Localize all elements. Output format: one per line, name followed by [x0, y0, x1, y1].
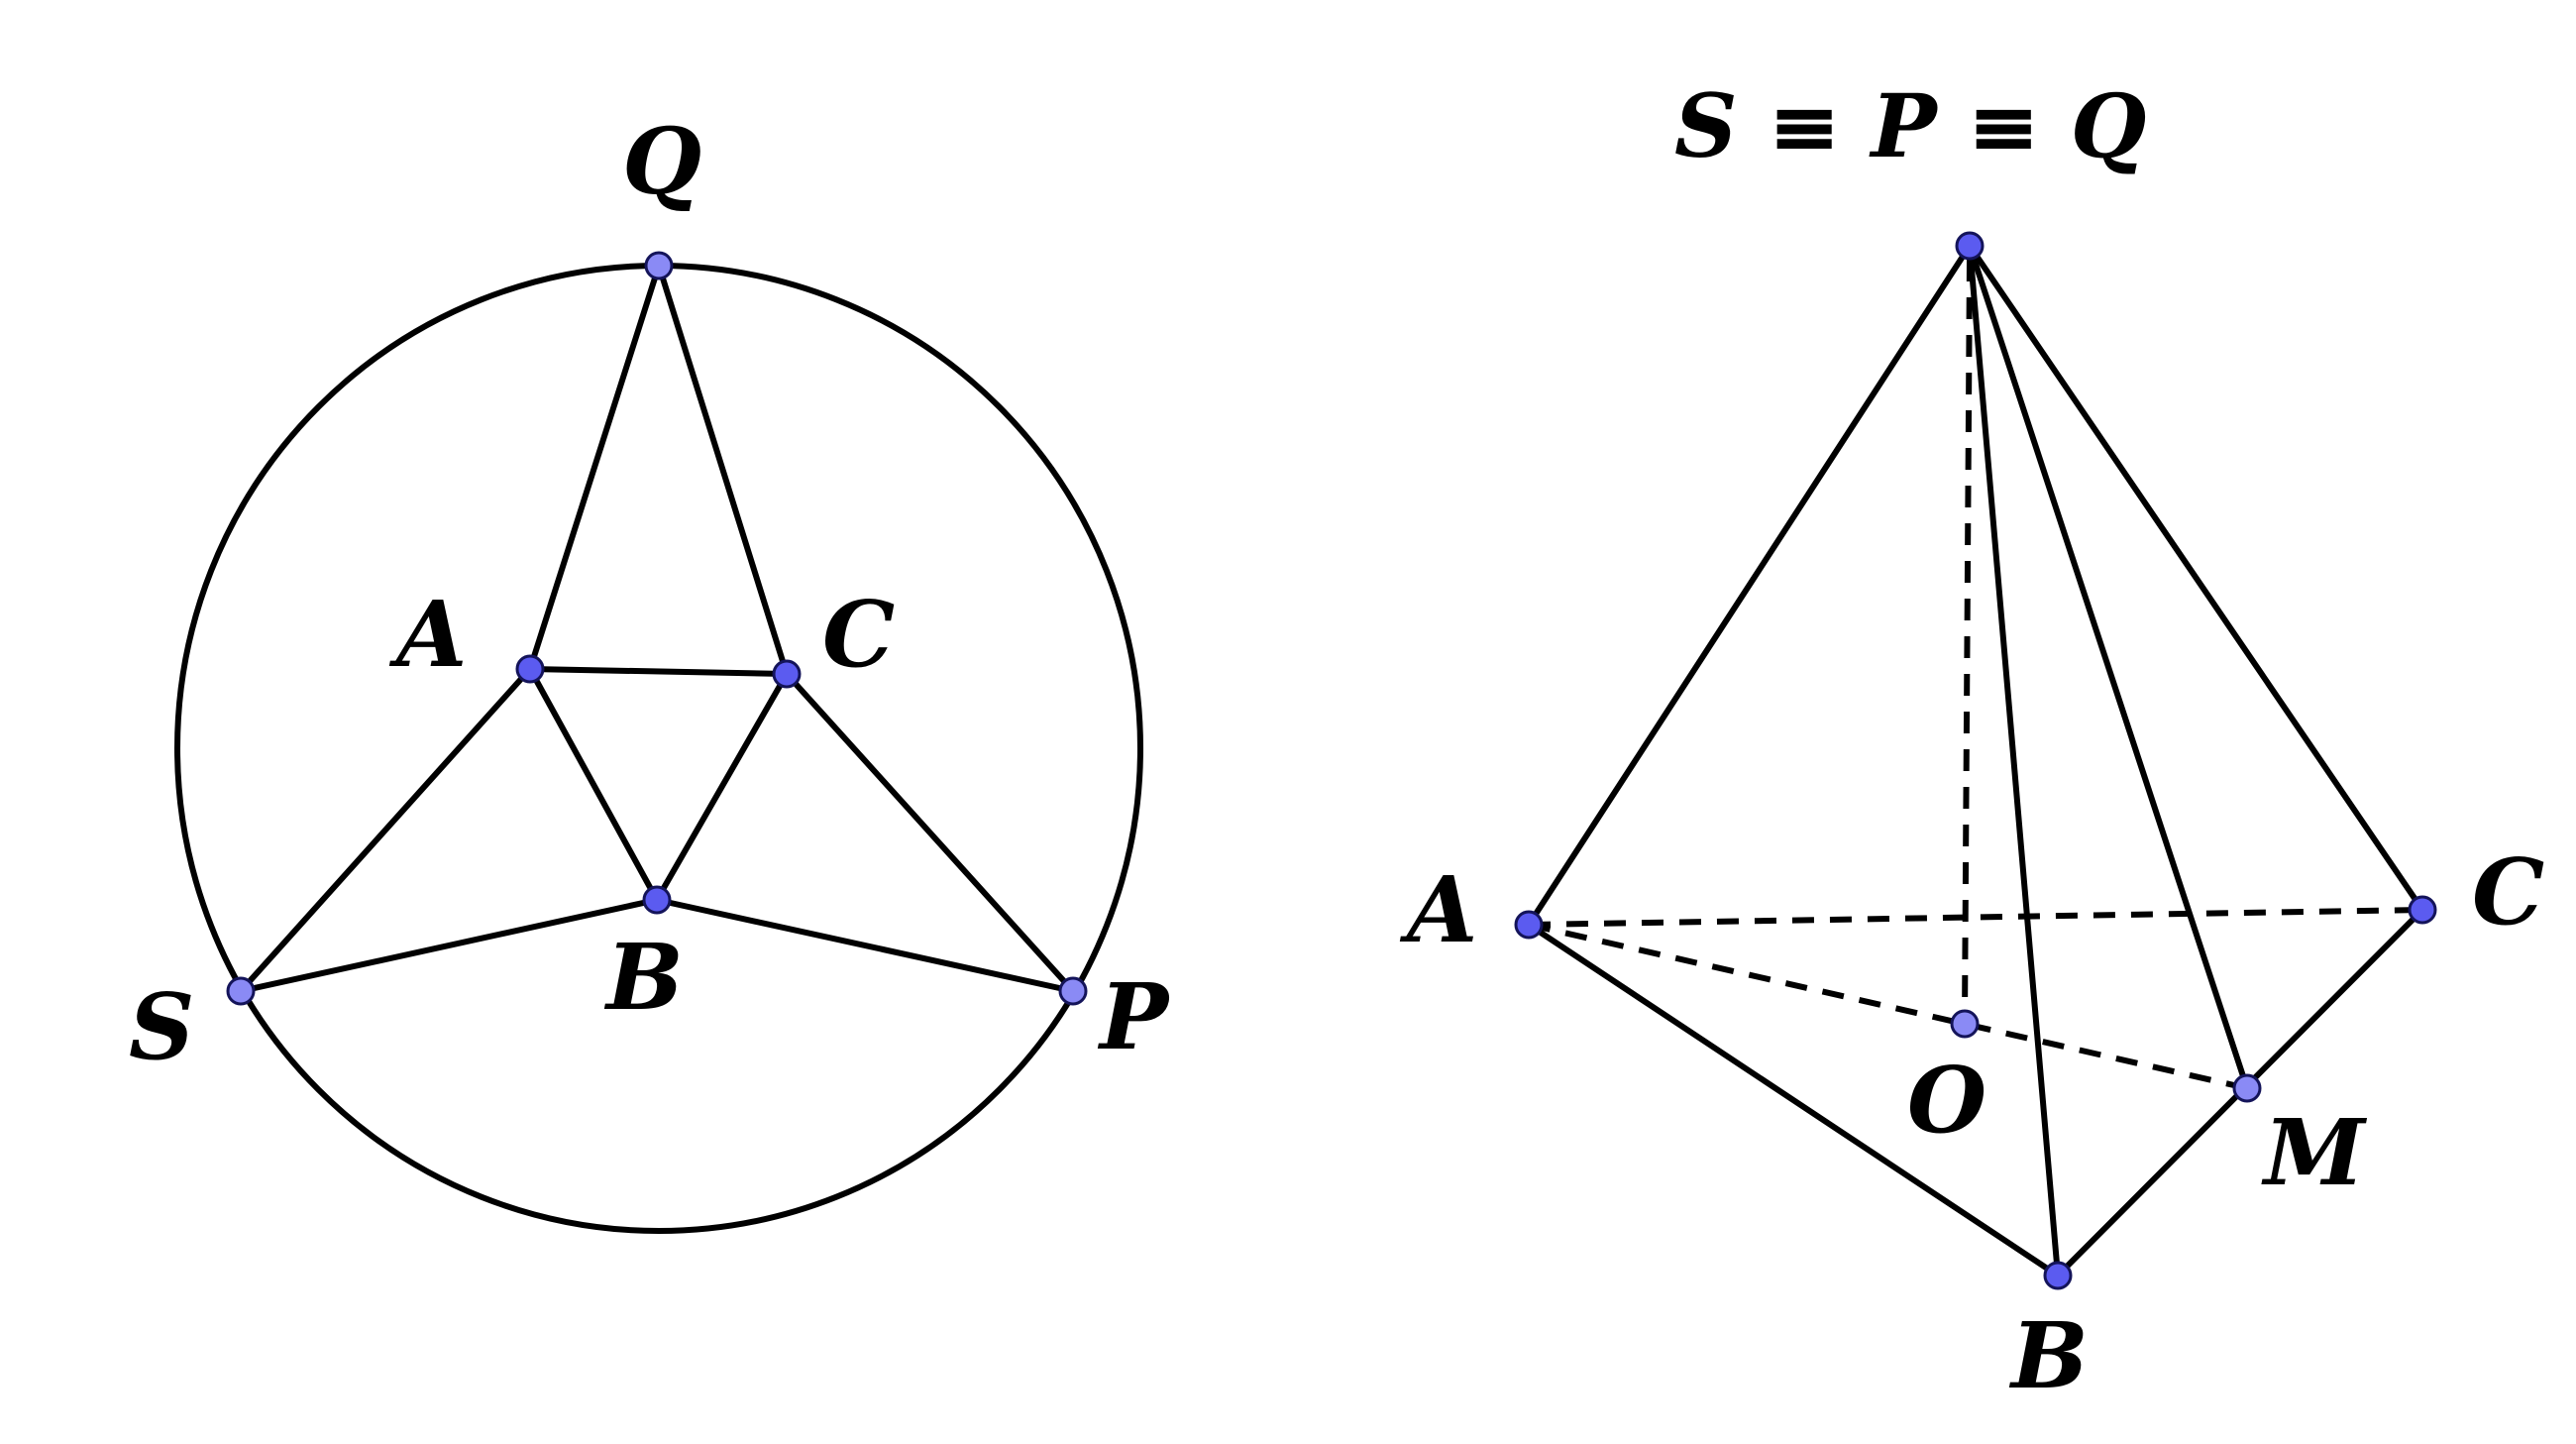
label-M: M: [2261, 1099, 2368, 1206]
label-B: B: [603, 924, 684, 1031]
label-S: S: [129, 973, 194, 1080]
point-S: [226, 976, 256, 1006]
edge-AC-hidden: [1528, 907, 2423, 928]
point-O: [1950, 1009, 1980, 1039]
point-apex: [1955, 231, 1985, 261]
segment-AM-hidden: [1528, 922, 2248, 1091]
label-C: C: [822, 581, 895, 688]
net-figure: Q A C B S P: [129, 108, 1171, 1234]
apex-label: S ≡ P ≡ Q: [1674, 74, 2146, 177]
edge-QC: [656, 263, 790, 677]
label-C: C: [2472, 838, 2544, 945]
edge-AB: [527, 666, 660, 903]
point-C: [2408, 895, 2437, 925]
point-P: [1058, 976, 1088, 1006]
edge-SA: [238, 666, 533, 994]
edge-AC: [527, 666, 790, 677]
pyramid-figure: S ≡ P ≡ Q A C B O M: [1399, 74, 2544, 1409]
edge-apex-A: [1526, 243, 1973, 928]
circumcircle: [174, 263, 1143, 1234]
height-apex-O-hidden: [1962, 259, 1973, 1025]
edge-SB: [238, 897, 660, 994]
point-M: [2232, 1073, 2262, 1103]
edge-apex-M: [1967, 243, 2250, 1091]
label-B: B: [2008, 1302, 2089, 1409]
edge-apex-C: [1967, 243, 2425, 913]
label-A: A: [388, 581, 467, 688]
point-B: [642, 885, 672, 915]
point-A: [515, 654, 545, 684]
point-Q: [644, 251, 674, 280]
label-O: O: [1907, 1047, 1986, 1154]
edge-CB: [654, 671, 790, 903]
edge-AB: [1526, 922, 2061, 1278]
edge-apex-B: [1967, 243, 2061, 1278]
point-B: [2043, 1261, 2073, 1290]
label-Q: Q: [622, 108, 701, 215]
label-P: P: [1097, 963, 1171, 1070]
point-C: [772, 659, 802, 689]
point-A: [1514, 910, 1544, 940]
edge-QA: [527, 263, 662, 672]
edge-PB: [654, 897, 1076, 994]
label-A: A: [1399, 856, 1477, 963]
edge-PC: [784, 671, 1076, 994]
